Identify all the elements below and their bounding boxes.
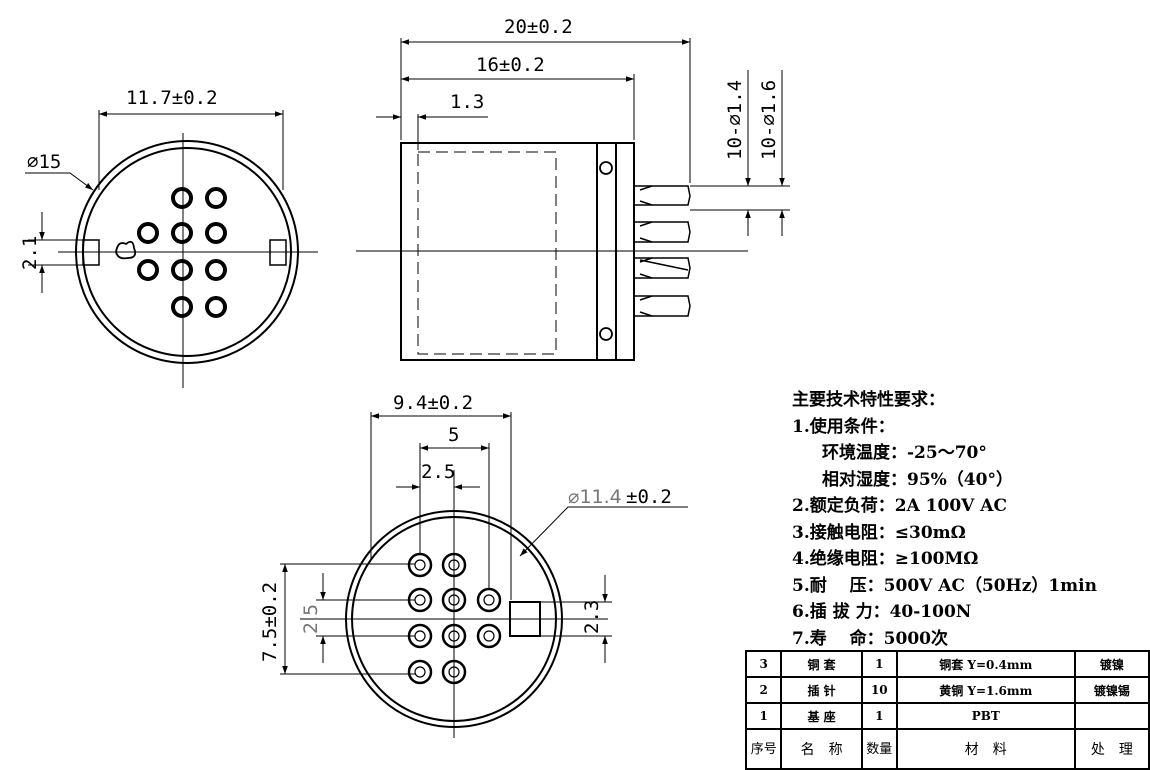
bom-no: 3 [744, 650, 783, 678]
dim-bottom-dia-tol: ±0.2 [626, 486, 672, 508]
bom-name: 基 座 [780, 702, 863, 730]
bom-name: 铜 套 [780, 650, 863, 678]
dim-bottom-dia: ⌀11.4 [568, 486, 622, 508]
front-dia-leader [25, 172, 94, 191]
bottom-view [280, 412, 688, 738]
req-ambient-temp: 环境温度：-25～70° [822, 443, 987, 463]
table-header-row: 序号 名 称 数量 材 料 处 理 [744, 728, 1150, 770]
req-rated-load: 2.额定负荷：2A 100V AC [792, 496, 1007, 516]
bom-header-qty: 数量 [860, 728, 898, 770]
dim-front-dia: ⌀15 [27, 151, 61, 173]
bom-header-no: 序号 [744, 728, 783, 770]
dim-side-body: 16±0.2 [476, 54, 545, 76]
table-row: 2 插 针 10 黄铜 Y=1.6mm 镀镍锡 [744, 676, 1150, 704]
front-outer-circle [75, 140, 299, 364]
bom-material: 黄铜 Y=1.6mm [895, 676, 1076, 704]
table-row: 3 铜 套 1 铜套 Y=0.4mm 镀镍 [744, 650, 1150, 678]
req-life: 7.寿 命：5000次 [792, 628, 948, 649]
bom-header-material: 材 料 [895, 728, 1076, 770]
bom-treatment [1073, 702, 1150, 730]
bom-treatment: 镀镍锡 [1073, 676, 1150, 704]
dim-bottom-width: 9.4±0.2 [393, 392, 473, 414]
dim-side-shell: 1.3 [450, 91, 484, 113]
technical-requirements: 主要技术特性要求： 1.使用条件： 环境温度：-25～70° 相对湿度：95%（… [792, 387, 1097, 652]
side-pins [634, 185, 691, 317]
req-insertion-force: 6.插 拔 力：40-100N [792, 602, 972, 622]
bom-name: 插 针 [780, 676, 863, 704]
bom-material: PBT [895, 702, 1076, 730]
dim-side-len: 20±0.2 [504, 16, 573, 38]
bottom-dia-leader [519, 506, 688, 557]
dim-front-gap: 2.1 [19, 236, 41, 270]
bom-qty: 1 [860, 702, 898, 730]
req-usage-conditions: 1.使用条件： [792, 416, 895, 437]
req-insulation-resistance: 4.绝缘电阻：≥100MΩ [792, 549, 979, 569]
bom-qty: 10 [860, 676, 898, 704]
dim-bottom-height: 7.5±0.2 [259, 582, 281, 662]
dim-bottom-key: 2.3 [581, 600, 603, 634]
bill-of-materials: 3 铜 套 1 铜套 Y=0.4mm 镀镍 2 插 针 10 黄铜 Y=1.6m… [744, 650, 1150, 770]
side-rivet-bottom [599, 327, 613, 341]
front-pins [137, 187, 227, 318]
bom-material: 铜套 Y=0.4mm [895, 650, 1076, 678]
front-index-mark [115, 240, 137, 260]
front-key-right [269, 239, 287, 266]
side-view [356, 38, 790, 361]
dim-front-width: 11.7±0.2 [126, 87, 218, 109]
bottom-outer-circle [345, 510, 563, 728]
side-hidden-cavity [417, 151, 557, 355]
bottom-inner-circle [351, 516, 557, 722]
bom-no: 1 [744, 702, 783, 730]
bottom-key-slot [509, 601, 541, 637]
dim-pin-dia-b: 10-⌀1.6 [758, 80, 780, 160]
req-withstand-voltage: 5.耐 压：500V AC（50Hz）1min [792, 575, 1097, 596]
req-contact-resistance: 3.接触电阻：≤30mΩ [792, 522, 966, 543]
bom-header-treatment: 处 理 [1073, 728, 1150, 770]
table-row: 1 基 座 1 PBT [744, 702, 1150, 730]
front-view [25, 110, 318, 388]
side-body [400, 142, 635, 361]
bom-treatment: 镀镍 [1073, 650, 1150, 678]
dim-pin-dia-a: 10-⌀1.4 [724, 80, 746, 160]
bom-qty: 1 [860, 650, 898, 678]
bom-header-name: 名 称 [780, 728, 863, 770]
dim-bottom-vpitch: 2.5 [300, 604, 322, 634]
bottom-pins [407, 552, 502, 685]
requirements-title: 主要技术特性要求： [792, 390, 945, 410]
bom-no: 2 [744, 676, 783, 704]
side-rivet-top [599, 161, 613, 175]
dim-bottom-pitch: 2.5 [421, 461, 455, 483]
dim-bottom-five: 5 [448, 424, 459, 446]
req-humidity: 相对湿度：95%（40°） [822, 469, 1013, 490]
